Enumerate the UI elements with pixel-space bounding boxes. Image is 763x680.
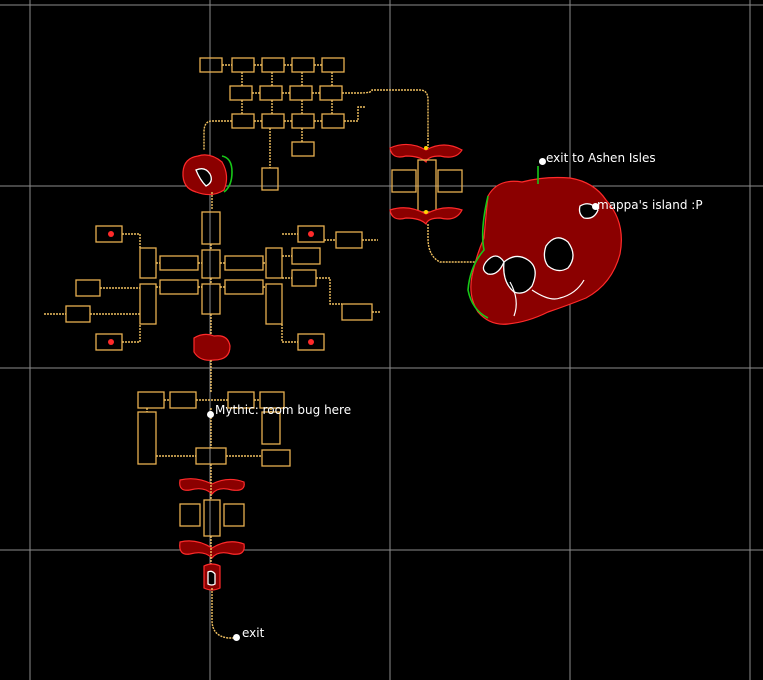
north-maze xyxy=(199,57,429,191)
central-lava-block xyxy=(193,333,231,392)
exit-marker[interactable] xyxy=(233,634,240,641)
south-complex xyxy=(137,391,291,639)
ashen-isles-exit-label: exit to Ashen Isles xyxy=(546,151,656,165)
ashen-isles-exit-marker[interactable] xyxy=(539,158,546,165)
mappa-island-label: mappa's island :P xyxy=(597,198,703,212)
central-complex xyxy=(44,211,380,351)
exit-label: exit xyxy=(242,626,265,640)
mappa-island xyxy=(467,166,622,325)
north-lava-pocket xyxy=(182,154,233,210)
mappa-island-marker[interactable] xyxy=(592,203,599,210)
mythic-room-bug-label: Mythic: room bug here xyxy=(215,403,352,417)
mythic-room-bug-marker[interactable] xyxy=(207,411,214,418)
east-corridor xyxy=(389,135,476,263)
